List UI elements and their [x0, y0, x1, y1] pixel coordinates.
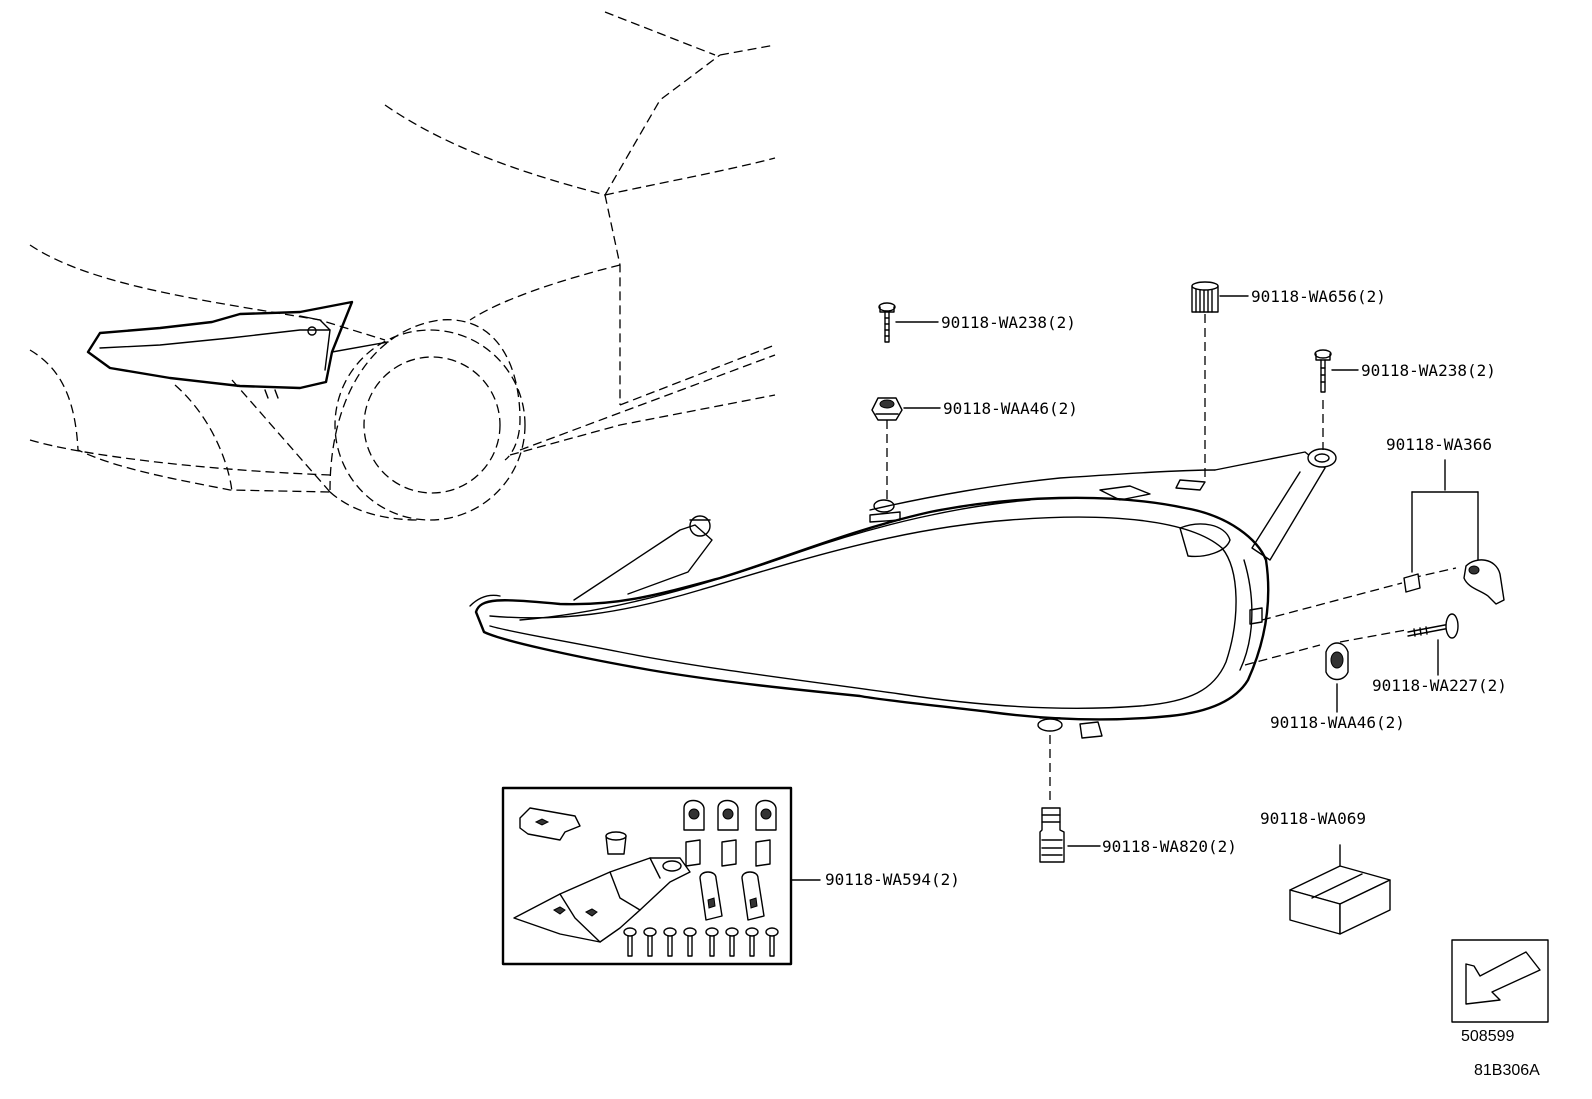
- bottom-pin: [1039, 807, 1101, 863]
- bracket-kit-box: [501, 786, 821, 966]
- callout-bolt-top-left: 90118-WA238(2): [941, 313, 1076, 332]
- package-box: [1289, 844, 1391, 935]
- callout-clip-top-left: 90118-WAA46(2): [943, 399, 1078, 418]
- car-body-view: [29, 11, 776, 521]
- direction-code: 508599: [1461, 1028, 1515, 1045]
- bolt-top-right: [1314, 349, 1359, 393]
- figure-code: 81B306A: [1474, 1062, 1540, 1079]
- callout-box-part: 90118-WA069: [1260, 809, 1366, 828]
- callout-bracket-kit: 90118-WA594(2): [825, 870, 960, 889]
- headlamp-assembly: [469, 448, 1337, 739]
- assembly-leaders: [886, 314, 1457, 800]
- cap-top: [1191, 281, 1249, 313]
- callout-bottom-pin: 90118-WA820(2): [1102, 837, 1237, 856]
- callout-bulb-socket: 90118-WA366: [1386, 435, 1492, 454]
- clip-top-left: [871, 397, 941, 421]
- callout-adjust-screw: 90118-WA227(2): [1372, 676, 1507, 695]
- callout-bolt-top-right: 90118-WA238(2): [1361, 361, 1496, 380]
- adjust-screw: [1407, 613, 1459, 676]
- clip-right: [1325, 642, 1349, 713]
- direction-arrow-box: [1451, 939, 1549, 1023]
- callout-cap-top: 90118-WA656(2): [1251, 287, 1386, 306]
- bulb-socket: [1403, 459, 1505, 605]
- callout-clip-right: 90118-WAA46(2): [1270, 713, 1405, 732]
- bolt-top-left: [878, 302, 939, 343]
